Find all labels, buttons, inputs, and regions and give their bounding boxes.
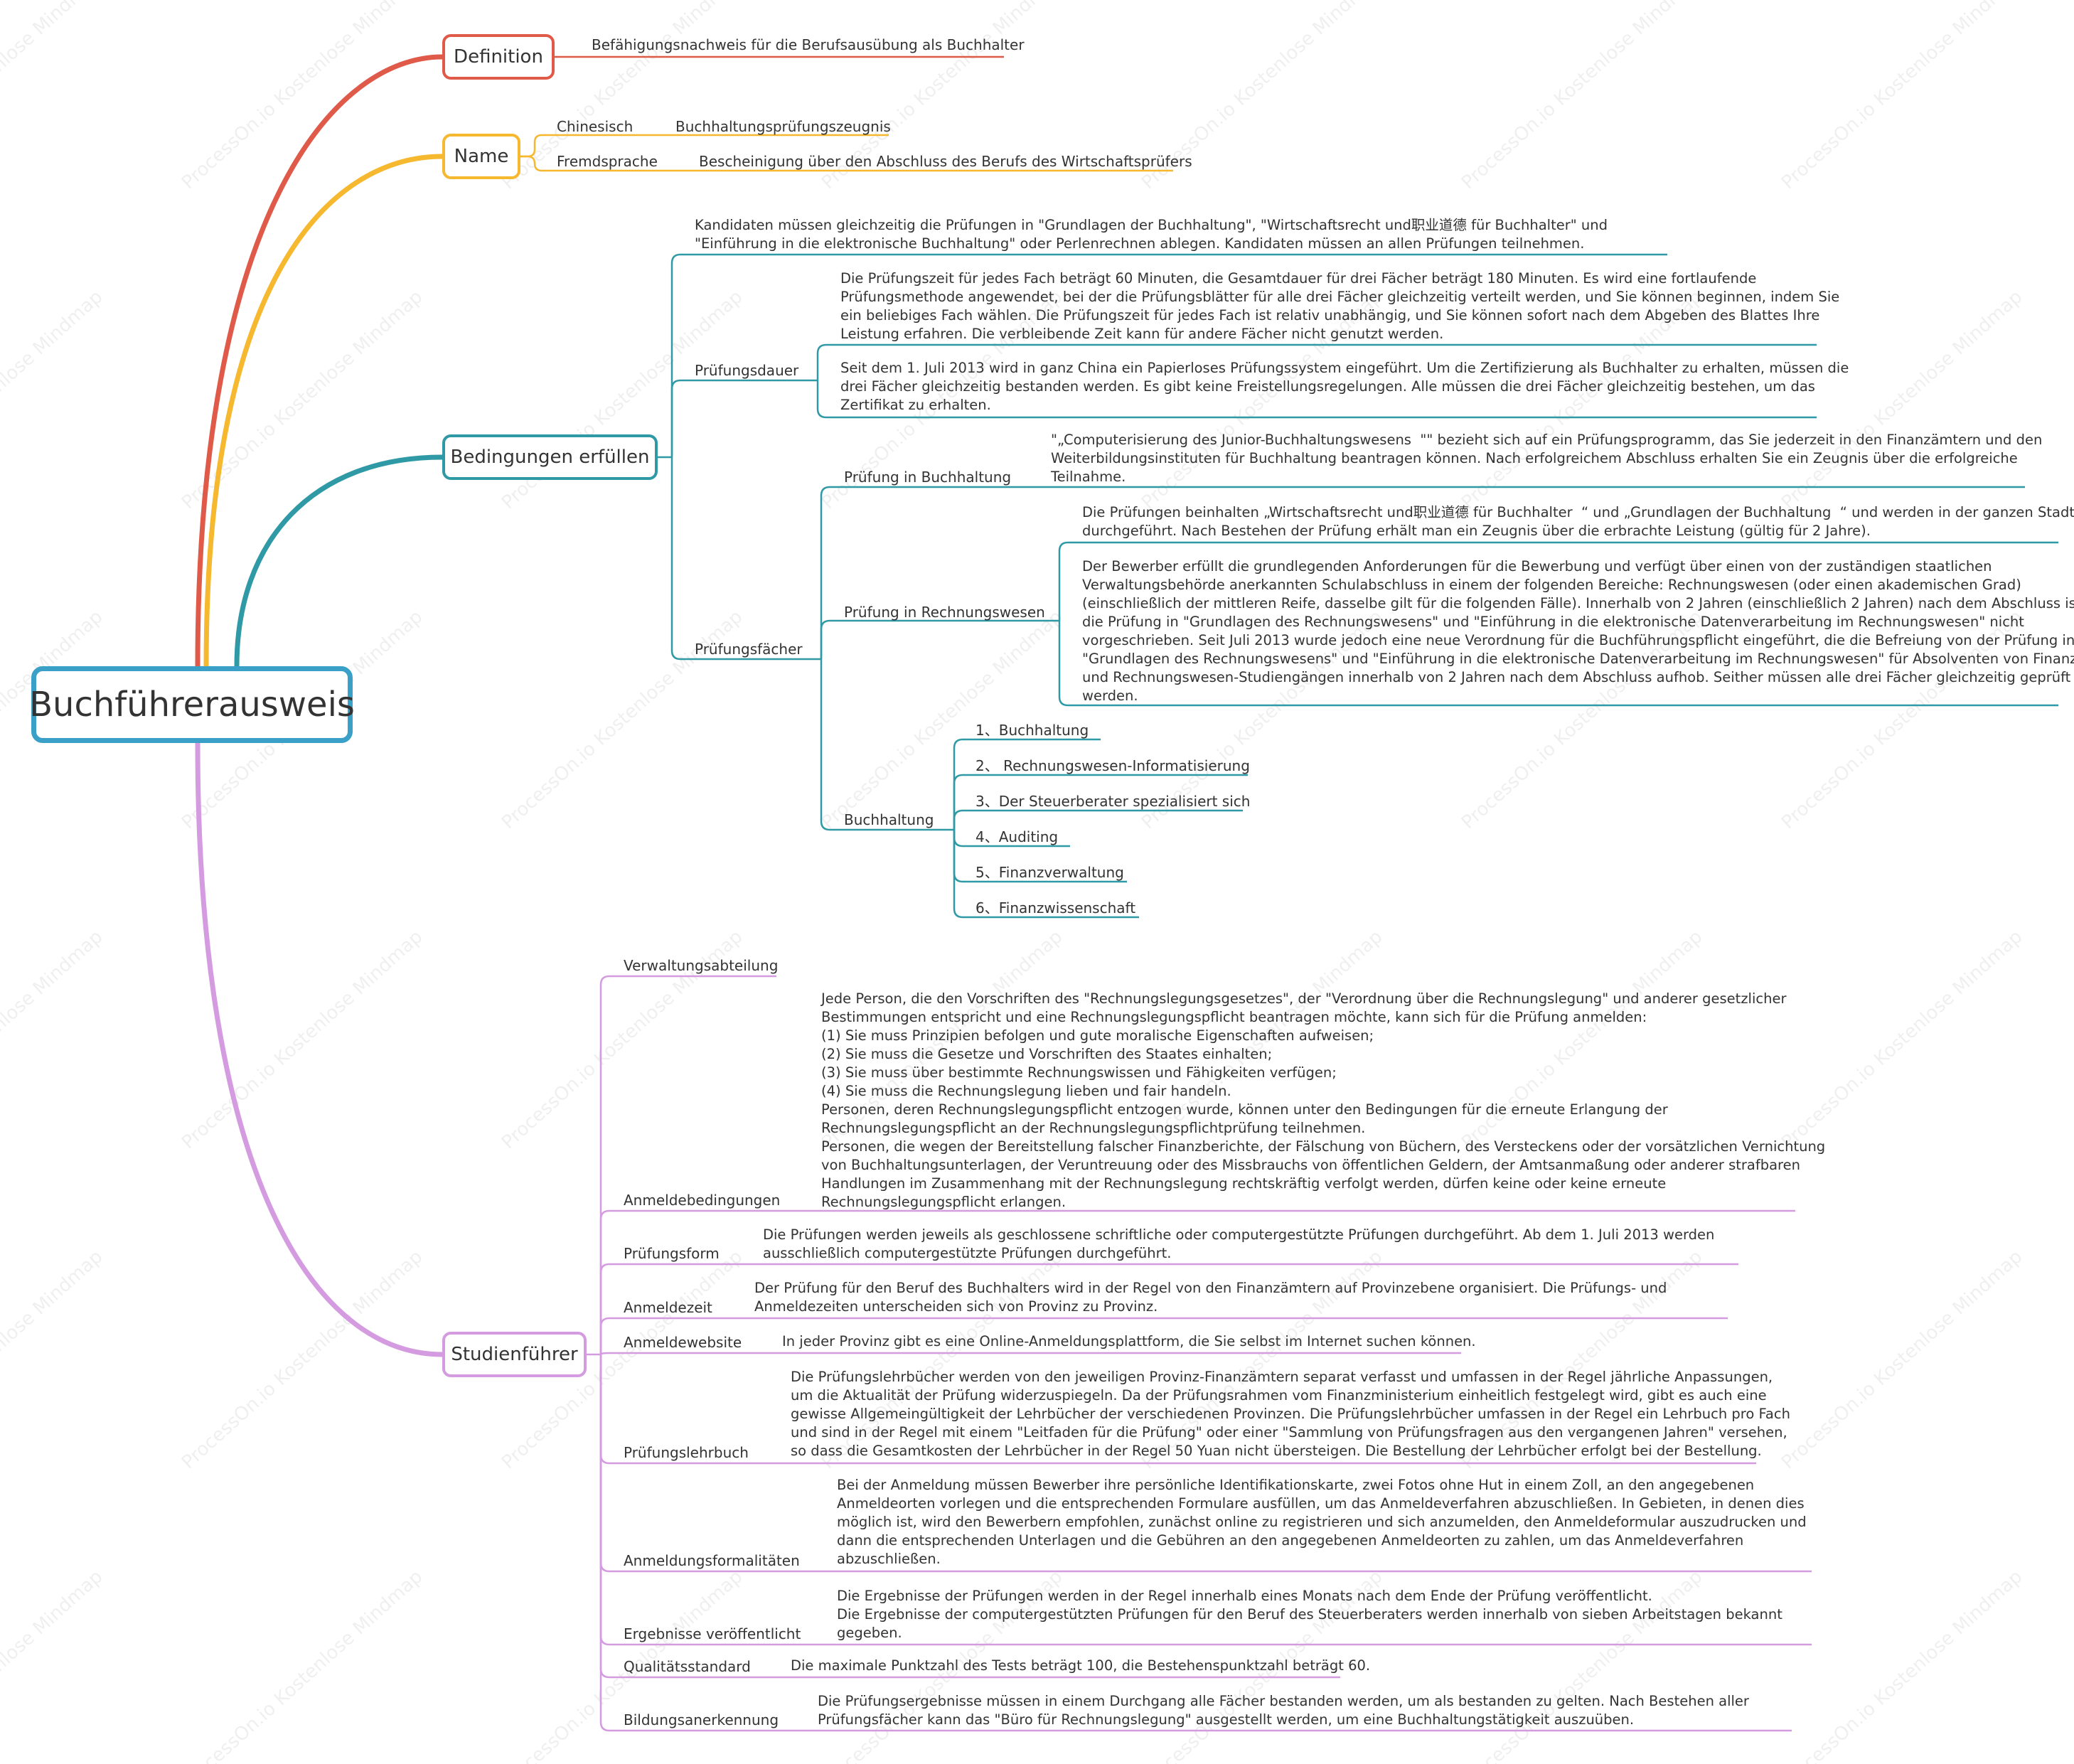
studien-text-anmeldezeit: Der Prüfung für den Beruf des Buchhalter… (754, 1280, 1667, 1315)
branch-bedingungen-line (234, 454, 443, 667)
buchhaltung-item-1: 1、Buchhaltung (975, 722, 1089, 739)
buchhaltung-item-5: 5、Finanzverwaltung (975, 864, 1124, 881)
definition-node[interactable]: Definition (442, 34, 555, 80)
studien-label-verwaltungsabteilung: Verwaltungsabteilung (624, 957, 779, 974)
pruefung-buchhaltung-text: "„Computerisierung des Junior-Buchhaltun… (1051, 432, 2043, 485)
pruefungsdauer-label: Prüfungsdauer (695, 362, 799, 379)
studien-text-anmeldungsformalitaeten: Bei der Anmeldung müssen Bewerber ihre p… (837, 1477, 1807, 1567)
studien-label-anmeldebedingungen: Anmeldebedingungen (624, 1192, 781, 1209)
studien-text-pruefungslehrbuch: Die Prüfungslehrbücher werden von den je… (791, 1369, 1790, 1459)
bedingungen-node[interactable]: Bedingungen erfüllen (442, 434, 658, 480)
name-value-chinesisch: Buchhaltungsprüfungszeugnis (675, 118, 891, 135)
name-key-chinesisch: Chinesisch (557, 118, 634, 135)
pruefung-rechnungswesen-text-2: Der Bewerber erfüllt die grundlegenden A… (1082, 558, 2074, 704)
branch-studien-line (195, 742, 443, 1357)
studien-label-anmeldungsformalitaeten: Anmeldungsformalitäten (624, 1552, 800, 1569)
studien-text-ergebnisse: Die Ergebnisse der Prüfungen werden in d… (837, 1588, 1782, 1641)
name-key-fremdsprache: Fremdsprache (557, 153, 658, 170)
studien-text-bildungsanerkennung: Die Prüfungsergebnisse müssen in einem D… (818, 1693, 1749, 1728)
studien-node[interactable]: Studienführer (442, 1332, 587, 1377)
studien-text-anmeldebedingungen: Jede Person, die den Vorschriften des "R… (821, 990, 1826, 1210)
studien-text-anmeldewebsite: In jeder Provinz gibt es eine Online-Anm… (782, 1333, 1476, 1349)
pruefungsdauer-text-1: Die Prüfungszeit für jedes Fach beträgt … (840, 270, 1840, 342)
studien-label-anmeldewebsite: Anmeldewebsite (624, 1334, 742, 1351)
name-node[interactable]: Name (442, 134, 520, 179)
buchhaltung-item-2: 2、 Rechnungswesen-Informatisierung (975, 757, 1250, 774)
root-node[interactable]: Buchführerausweis (29, 666, 355, 743)
buchhaltung-label: Buchhaltung (844, 811, 934, 828)
studien-label-pruefungsform: Prüfungsform (624, 1245, 720, 1262)
pruefung-rechnungswesen-text-1: Die Prüfungen beinhalten „Wirtschaftsrec… (1082, 504, 2074, 539)
pruefung-buchhaltung-label: Prüfung in Buchhaltung (844, 469, 1012, 486)
pruefungsdauer-text-2: Seit dem 1. Juli 2013 wird in ganz China… (840, 360, 1849, 413)
name-value-fremdsprache: Bescheinigung über den Abschluss des Ber… (699, 153, 1192, 170)
buchhaltung-item-4: 4、Auditing (975, 828, 1059, 845)
buchhaltung-item-6: 6、Finanzwissenschaft (975, 899, 1136, 916)
pruefungsfaecher-label: Prüfungsfächer (695, 641, 803, 658)
branch-name-line (203, 154, 443, 667)
bedingungen-intro-text: Kandidaten müssen gleichzeitig die Prüfu… (695, 217, 1608, 252)
pruefung-rechnungswesen-label: Prüfung in Rechnungswesen (844, 604, 1045, 621)
buchhaltung-item-3: 3、Der Steuerberater spezialisiert sich (975, 793, 1251, 810)
studien-label-ergebnisse: Ergebnisse veröffentlicht (624, 1625, 801, 1642)
studien-label-pruefungslehrbuch: Prüfungslehrbuch (624, 1444, 749, 1461)
definition-text: Befähigungsnachweis für die Berufsausübu… (592, 36, 1025, 53)
studien-label-bildungsanerkennung: Bildungsanerkennung (624, 1711, 779, 1728)
branch-definition-line (195, 54, 443, 667)
studien-text-pruefungsform: Die Prüfungen werden jeweils als geschlo… (763, 1226, 1715, 1261)
studien-label-anmeldezeit: Anmeldezeit (624, 1299, 712, 1316)
studien-label-qualitaetsstandard: Qualitätsstandard (624, 1658, 751, 1675)
studien-text-qualitaetsstandard: Die maximale Punktzahl des Tests beträgt… (791, 1657, 1371, 1674)
